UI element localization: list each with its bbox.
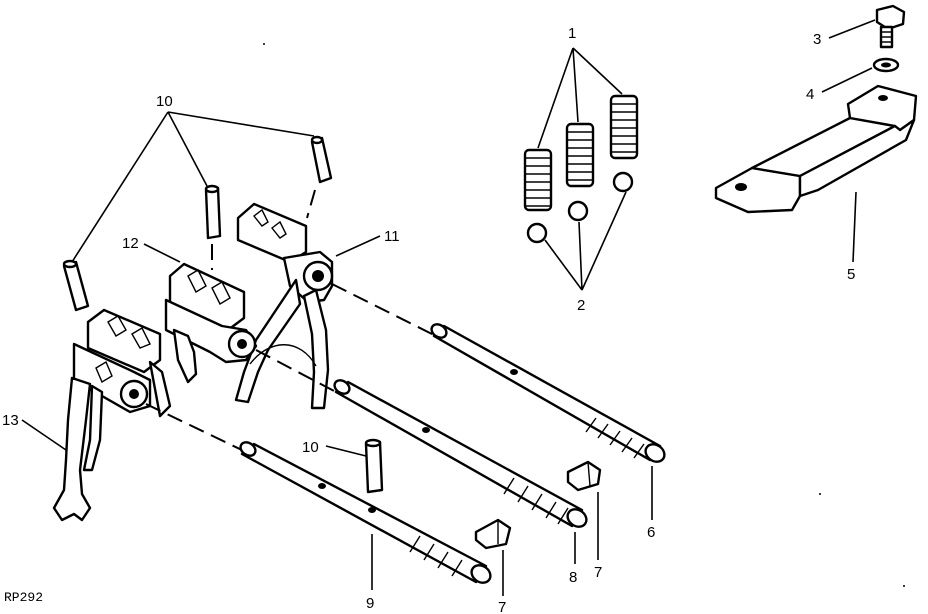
leader-5 bbox=[852, 191, 857, 263]
pin-path-top bbox=[306, 189, 316, 219]
shift-fork-lower bbox=[52, 308, 172, 522]
callout-7-right: 7 bbox=[594, 564, 602, 581]
shift-fork-upper bbox=[234, 202, 334, 410]
callout-10-lower: 10 bbox=[302, 439, 319, 456]
leader-2 bbox=[544, 191, 627, 291]
roll-pin-lower bbox=[364, 438, 384, 494]
shift-rail-middle bbox=[333, 379, 588, 528]
rail-axis-lower bbox=[145, 403, 247, 453]
detent-spring-middle bbox=[565, 122, 595, 188]
cap-screw bbox=[875, 4, 906, 49]
rail-axis-upper bbox=[331, 283, 437, 337]
callout-1: 1 bbox=[568, 25, 576, 42]
retaining-plate bbox=[714, 84, 918, 214]
callout-2: 2 bbox=[577, 297, 585, 314]
rail-axis-middle bbox=[255, 349, 337, 393]
leader-10-top bbox=[71, 111, 315, 263]
leader-3 bbox=[828, 19, 876, 39]
shift-rail-upper bbox=[430, 323, 666, 463]
figure-code: RP292 bbox=[4, 590, 43, 605]
detent-spring-right bbox=[609, 94, 639, 160]
leader-10-lower bbox=[325, 445, 367, 457]
callout-10-top: 10 bbox=[156, 93, 173, 110]
roll-pin-left bbox=[62, 259, 90, 312]
leader-1 bbox=[537, 47, 623, 149]
interlock-pin-left bbox=[474, 518, 512, 550]
scan-speck bbox=[903, 585, 905, 587]
roll-pin-middle bbox=[204, 184, 222, 240]
detent-ball-middle bbox=[567, 200, 589, 222]
lock-washer bbox=[872, 57, 900, 73]
shift-rail-lower bbox=[239, 441, 492, 584]
callout-11: 11 bbox=[384, 228, 400, 245]
detent-ball-right bbox=[612, 171, 634, 193]
callout-5: 5 bbox=[847, 266, 855, 283]
callout-6: 6 bbox=[647, 524, 655, 541]
scan-speck bbox=[263, 43, 265, 45]
leader-13 bbox=[21, 419, 67, 451]
callout-4: 4 bbox=[806, 86, 814, 103]
interlock-pin-right bbox=[566, 460, 602, 492]
scan-speck bbox=[819, 493, 821, 495]
callout-12: 12 bbox=[122, 235, 139, 252]
callout-7-left: 7 bbox=[498, 599, 506, 614]
shift-fork-middle bbox=[164, 262, 258, 384]
roll-pin-top bbox=[310, 135, 333, 184]
callout-3: 3 bbox=[813, 31, 821, 48]
callout-9: 9 bbox=[366, 595, 374, 612]
detent-spring-left bbox=[523, 148, 553, 212]
callout-13: 13 bbox=[2, 412, 19, 429]
leader-4 bbox=[821, 67, 873, 93]
leader-12 bbox=[143, 243, 181, 263]
leader-11 bbox=[335, 235, 381, 257]
callout-8: 8 bbox=[569, 569, 577, 586]
detent-ball-left bbox=[526, 222, 548, 244]
